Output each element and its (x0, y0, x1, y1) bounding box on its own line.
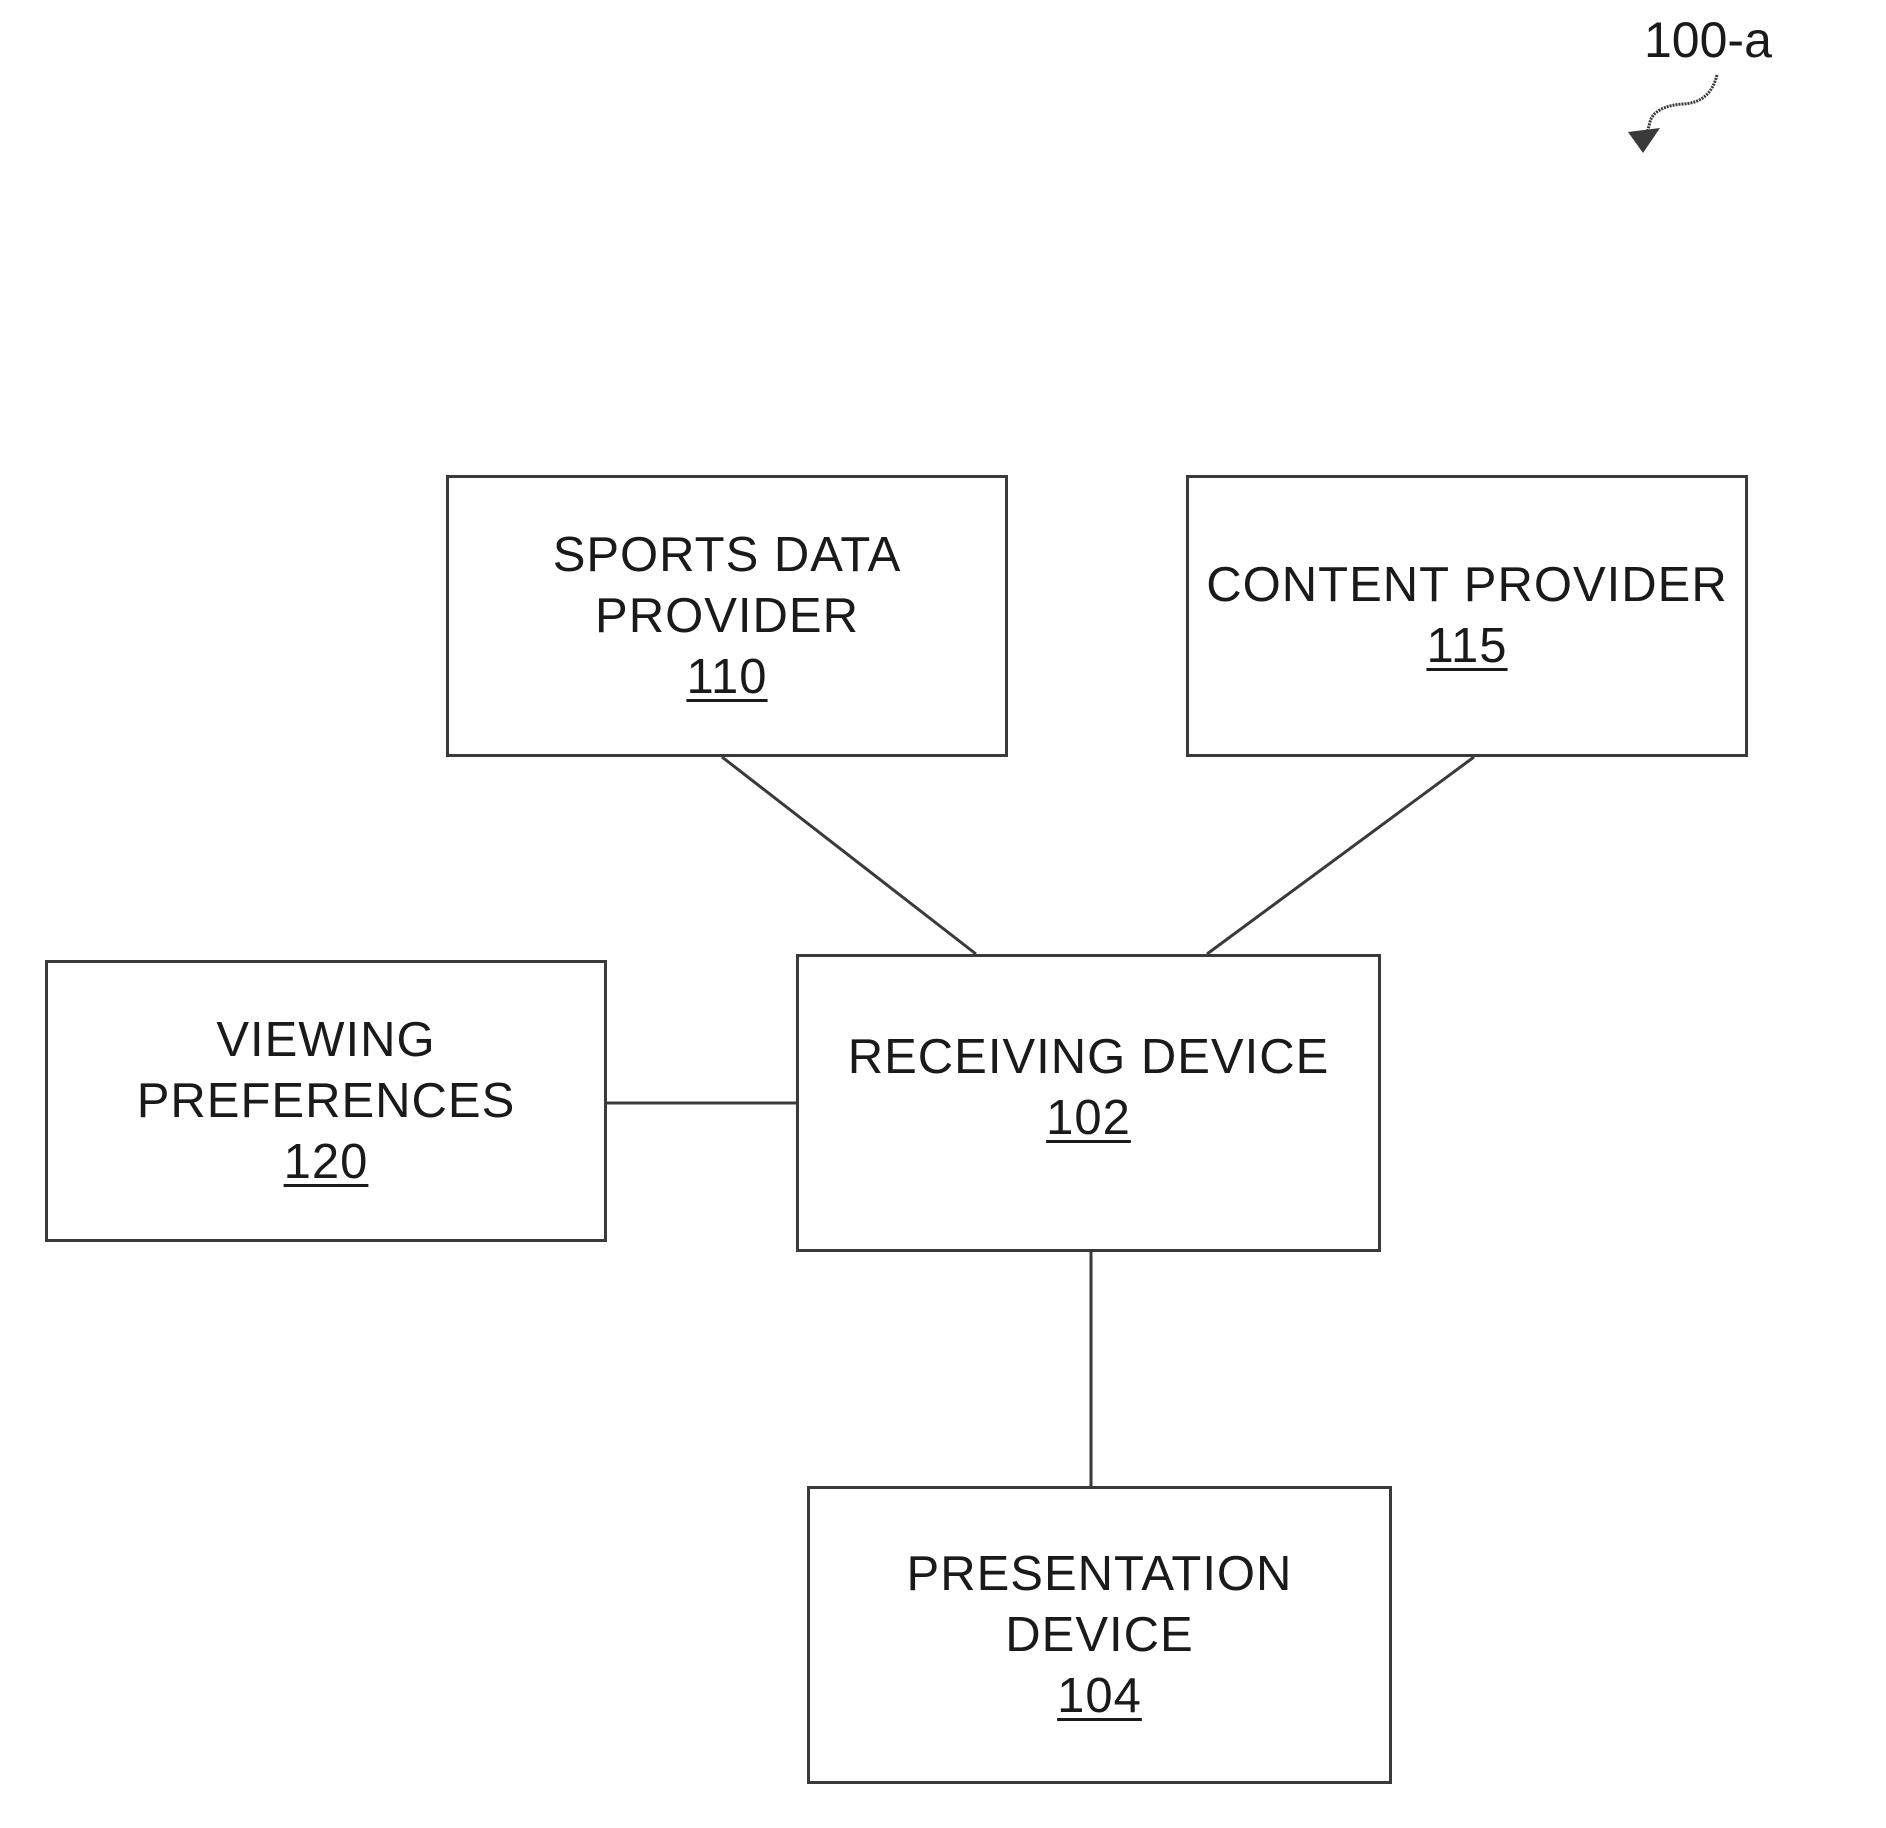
presentation-device-label-line-1: PRESENTATION (907, 1544, 1293, 1605)
sports-data-provider-box: SPORTS DATA PROVIDER 110 (446, 475, 1008, 757)
receiving-device-box: RECEIVING DEVICE 102 (796, 954, 1381, 1252)
viewing-preferences-label-line-2: PREFERENCES (137, 1071, 516, 1132)
sports-data-provider-label-line-2: PROVIDER (595, 586, 859, 647)
connector-content-to-receiving (1207, 757, 1474, 954)
sports-data-provider-label-line-1: SPORTS DATA (553, 525, 902, 586)
presentation-device-box: PRESENTATION DEVICE 104 (807, 1486, 1392, 1784)
receiving-device-ref-number: 102 (1046, 1088, 1131, 1149)
content-provider-box: CONTENT PROVIDER 115 (1186, 475, 1748, 757)
receiving-device-label: RECEIVING DEVICE (848, 1027, 1330, 1088)
content-provider-ref-number: 115 (1426, 616, 1507, 677)
reference-arrowhead-icon (1628, 128, 1660, 153)
figure-reference-label: 100-a (1644, 10, 1772, 70)
presentation-device-label-line-2: DEVICE (1005, 1605, 1193, 1666)
viewing-preferences-ref-number: 120 (284, 1132, 369, 1193)
presentation-device-ref-number: 104 (1057, 1666, 1142, 1727)
connector-sports-to-receiving (722, 757, 976, 954)
sports-data-provider-ref-number: 110 (686, 647, 767, 708)
viewing-preferences-box: VIEWING PREFERENCES 120 (45, 960, 607, 1242)
viewing-preferences-label-line-1: VIEWING (216, 1010, 435, 1071)
content-provider-label: CONTENT PROVIDER (1206, 555, 1727, 616)
